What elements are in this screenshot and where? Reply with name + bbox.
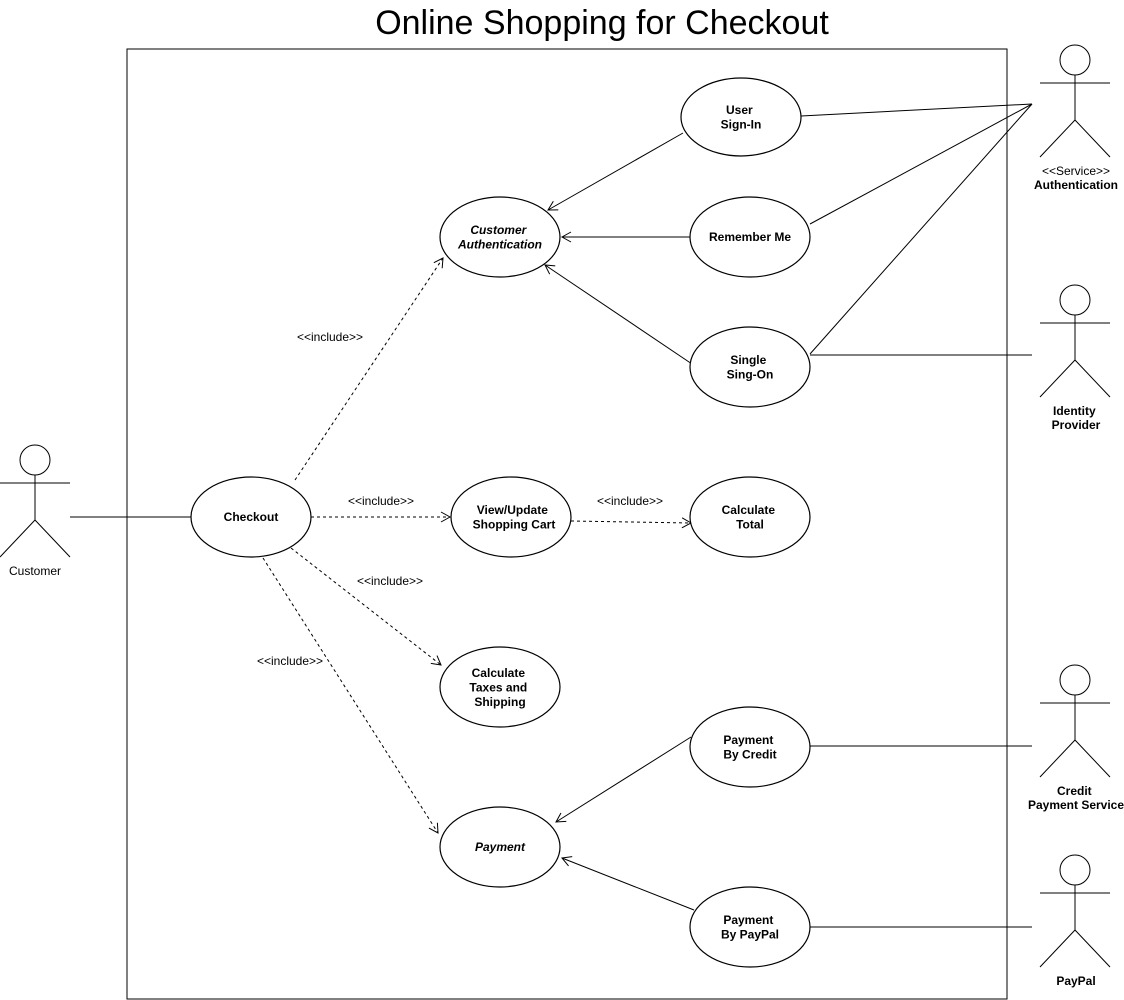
paypal-generalization-arrow: [561, 856, 695, 911]
uc-line: Sing-On: [727, 368, 774, 382]
uc-line: Taxes and: [469, 681, 527, 695]
svg-text:User Sign-In: User Sign-In: [721, 103, 762, 132]
svg-text:Calculate Taxes and: Calculate Taxes and Shipping: [469, 666, 530, 709]
sso-auth-association: [809, 103, 1033, 355]
use-case-payment-by-paypal[interactable]: Payment By PayPal: [689, 886, 811, 968]
stick-figure-icon: [0, 444, 71, 558]
actor-label: Identity: [1053, 404, 1096, 418]
use-case-payment[interactable]: Payment: [439, 806, 561, 888]
uc-line: Shopping Cart: [473, 518, 556, 532]
uc-line: Single: [730, 353, 766, 367]
include-arrow-taxes: [290, 547, 442, 666]
svg-text:Calculate Total: Calculate Total: [722, 503, 779, 532]
actor-credit-payment-service[interactable]: Credit Payment Service: [1028, 664, 1124, 812]
actor-stereotype: <<Service>>: [1042, 164, 1110, 178]
uc-line: Shipping: [474, 695, 525, 709]
svg-text:Single Sing-On: Single Sing-On: [727, 353, 774, 382]
actor-label: Authentication: [1034, 178, 1118, 192]
sso-generalization-arrow: [544, 264, 693, 365]
stick-figure-icon: [1039, 854, 1111, 968]
include-label-auth: <<include>>: [297, 330, 363, 344]
remember-auth-association: [809, 103, 1033, 225]
actor-label: Credit: [1057, 784, 1092, 798]
credit-generalization-arrow: [555, 736, 692, 823]
uc-line: Remember Me: [709, 230, 791, 244]
include-label-taxes: <<include>>: [357, 574, 423, 588]
use-case-calculate-total[interactable]: Calculate Total: [689, 476, 811, 558]
uc-line: Payment: [723, 733, 773, 747]
actor-label: Provider: [1052, 418, 1101, 432]
signin-generalization-arrow: [547, 132, 684, 211]
svg-text:Customer Authentication: Customer Authentication: [457, 223, 542, 252]
use-case-remember-me[interactable]: Remember Me: [689, 196, 811, 278]
include-arrow-auth: [294, 257, 444, 481]
uc-line: Total: [736, 518, 764, 532]
actor-label: Payment Service: [1028, 798, 1124, 812]
actor-label: PayPal: [1056, 974, 1095, 988]
uc-line: User: [726, 103, 753, 117]
actor-identity-provider[interactable]: Identity Provider: [1039, 284, 1111, 432]
uc-line: Calculate: [472, 666, 526, 680]
use-case-calculate-taxes-shipping[interactable]: Calculate Taxes and Shipping: [439, 646, 561, 728]
diagram-title: Online Shopping for Checkout: [375, 4, 829, 42]
svg-text:View/Update Shopping Car: View/Update Shopping Cart: [473, 503, 556, 532]
include-label-total: <<include>>: [597, 494, 663, 508]
include-label-payment: <<include>>: [257, 654, 323, 668]
uc-line: Payment: [723, 913, 773, 927]
uc-line: Checkout: [224, 510, 279, 524]
include-arrow-total: [570, 517, 693, 529]
uc-line: Payment: [475, 840, 526, 854]
uc-line: Sign-In: [721, 118, 762, 132]
use-case-customer-authentication[interactable]: Customer Authentication: [439, 196, 561, 278]
uc-line: By PayPal: [721, 928, 779, 942]
uc-line: Authentication: [457, 238, 542, 252]
use-case-user-sign-in[interactable]: User Sign-In: [680, 77, 802, 157]
stick-figure-icon: [1039, 664, 1111, 778]
svg-text:Payment By Credit: Payment By Credit: [723, 733, 776, 762]
svg-text:Credit Payment Service: Credit Payment Service: [1028, 784, 1124, 812]
stick-figure-icon: [1039, 284, 1111, 398]
actor-paypal[interactable]: PayPal: [1039, 854, 1111, 988]
include-arrow-payment: [262, 557, 439, 834]
svg-text:Identity Provider: Identity Provider: [1052, 404, 1101, 432]
use-case-checkout[interactable]: Checkout: [190, 476, 312, 558]
uc-line: Customer: [470, 223, 527, 237]
actor-authentication[interactable]: <<Service>> Authentication: [1034, 44, 1118, 192]
use-case-view-update-cart[interactable]: View/Update Shopping Cart: [450, 476, 572, 558]
use-case-single-sign-on[interactable]: Single Sing-On: [689, 326, 811, 408]
signin-auth-association: [800, 103, 1033, 117]
svg-text:Payment By PayPal: Payment By PayPal: [721, 913, 779, 942]
stick-figure-icon: [1039, 44, 1111, 158]
uc-line: By Credit: [723, 748, 776, 762]
include-label-cart: <<include>>: [348, 494, 414, 508]
actor-label: Customer: [9, 564, 61, 578]
uc-line: View/Update: [477, 503, 548, 517]
uc-line: Calculate: [722, 503, 776, 517]
actor-customer[interactable]: Customer: [0, 444, 71, 578]
use-case-payment-by-credit[interactable]: Payment By Credit: [689, 706, 811, 788]
